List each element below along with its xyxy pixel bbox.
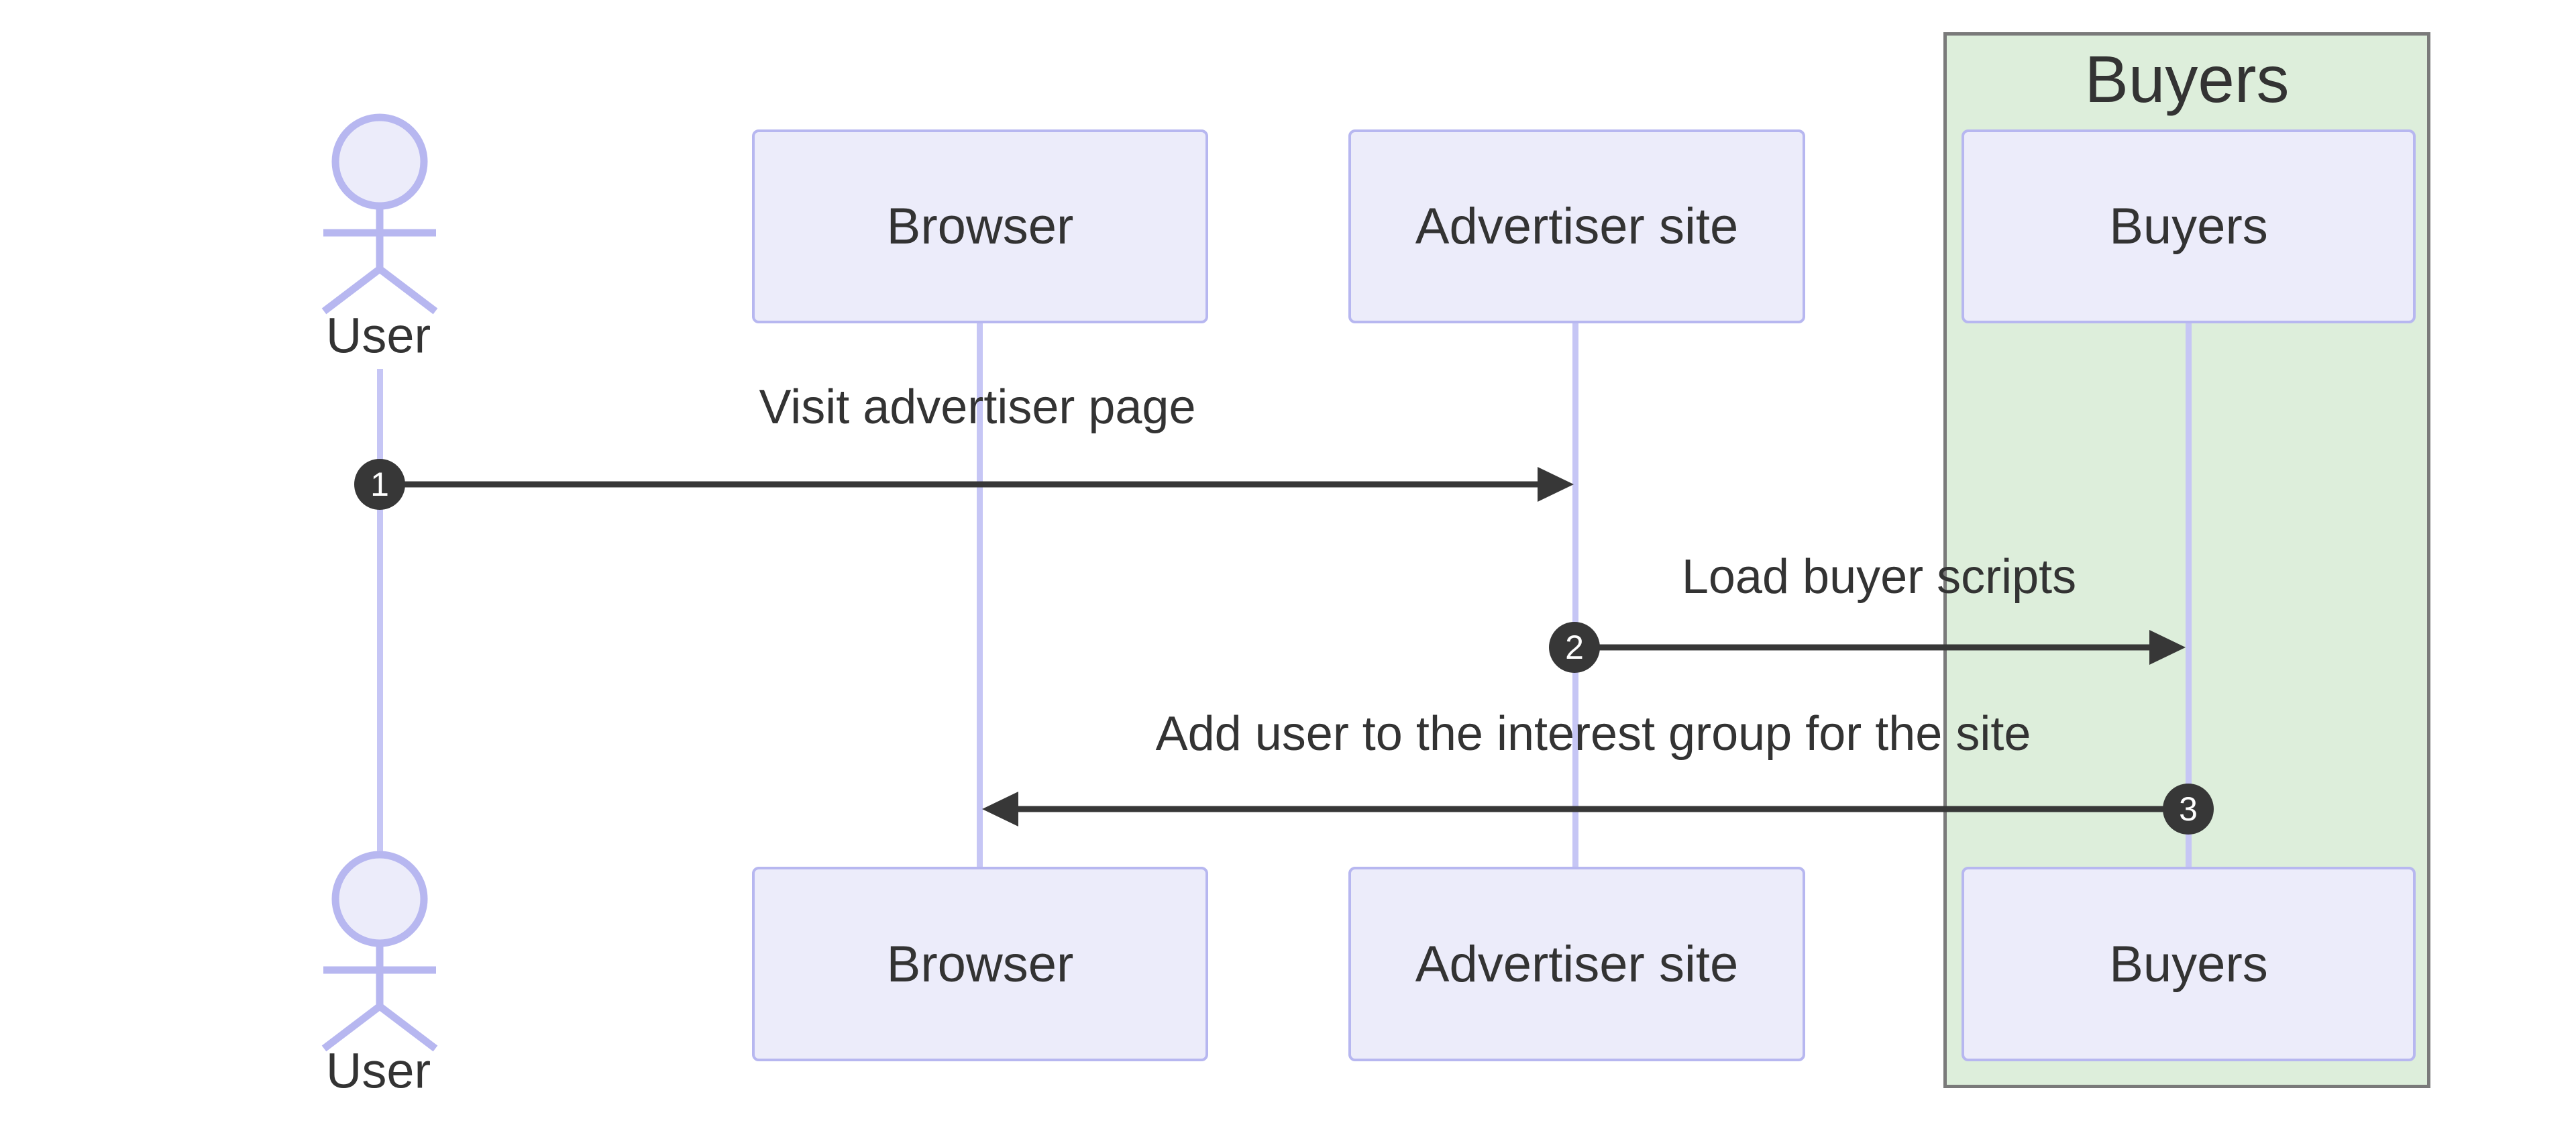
buyers-group-title: Buyers (2084, 42, 2290, 116)
participant-label-buyers-top: Buyers (2109, 198, 2268, 255)
participant-box-browser-top: Browser (752, 129, 1208, 323)
actor-label-user-top: User (325, 307, 431, 364)
message-label-1: Visit advertiser page (759, 380, 1196, 434)
sequence-number-badge-1: 1 (354, 459, 405, 510)
participant-label-advertiser-bottom: Advertiser site (1415, 935, 1739, 993)
message-label-2: Load buyer scripts (1681, 550, 2077, 604)
participant-box-browser-bottom: Browser (752, 867, 1208, 1061)
arrowhead-left-icon (982, 792, 1018, 826)
lifeline-buyers (2186, 323, 2192, 867)
message-label-3: Add user to the interest group for the s… (1155, 707, 2031, 761)
participant-box-advertiser-bottom: Advertiser site (1348, 867, 1805, 1061)
actor-head (331, 851, 428, 947)
actor-figure-user-bottom (321, 851, 438, 1052)
participant-box-buyers-bottom: Buyers (1962, 867, 2416, 1061)
sequence-number-badge-2: 2 (1549, 622, 1600, 673)
actor-leg-left (321, 266, 382, 315)
lifeline-advertiser-site (1572, 323, 1578, 867)
participant-label-advertiser-top: Advertiser site (1415, 198, 1739, 255)
participant-label-buyers-bottom: Buyers (2109, 935, 2268, 993)
actor-leg-right (377, 266, 438, 315)
actor-figure-user-top (321, 113, 438, 315)
participant-box-buyers-top: Buyers (1962, 129, 2416, 323)
sequence-number-badge-3: 3 (2163, 784, 2214, 835)
actor-label-user-bottom: User (325, 1042, 431, 1099)
participant-label-browser-top: Browser (886, 198, 1074, 255)
participant-label-browser-bottom: Browser (886, 935, 1074, 993)
lifeline-browser (977, 323, 983, 867)
actor-head (331, 113, 428, 210)
lifeline-user (377, 369, 383, 851)
arrowhead-right-icon (1538, 467, 1574, 502)
participant-box-advertiser-top: Advertiser site (1348, 129, 1805, 323)
